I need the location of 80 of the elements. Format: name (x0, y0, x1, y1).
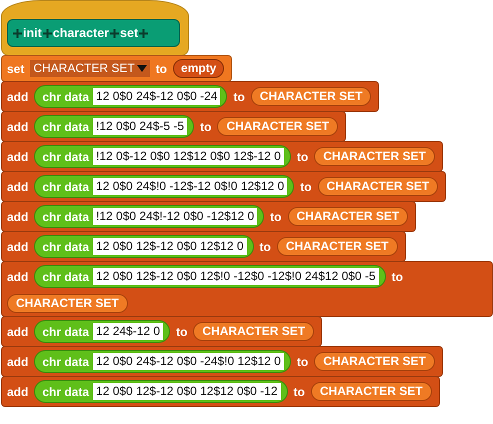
variable-reporter: CHARACTER SET (193, 322, 314, 341)
block-label: to (300, 180, 312, 194)
command-block (1, 201, 416, 232)
block-label: set (120, 26, 138, 40)
block-label: chr data (42, 384, 90, 398)
block-label: to (296, 354, 308, 368)
variable-reporter: CHARACTER SET (288, 207, 408, 226)
variable-reporter: CHARACTER SET (7, 294, 128, 313)
reporter-block (34, 85, 228, 108)
reporter-block (34, 145, 291, 168)
block-label: init (23, 26, 42, 40)
block-label: add (7, 240, 28, 254)
block-label: chr data (42, 180, 90, 194)
custom-block-prototype (7, 19, 180, 47)
block-label: chr data (42, 150, 90, 164)
block-label: to (176, 324, 188, 338)
input-field: !12 0$0 24$-5 -5 (93, 118, 188, 135)
reporter-block (34, 380, 288, 403)
block-label: to (200, 120, 212, 134)
input-field: 12 0$0 12$-12 0$0 12$12 0 (93, 238, 246, 255)
input-field: 12 0$0 12$-12 0$0 12$12 0$0 -12 (93, 383, 281, 400)
block-label: add (7, 354, 28, 368)
command-block (1, 111, 346, 142)
block-label: chr data (42, 270, 90, 284)
block-label: add (7, 180, 28, 194)
block-label: chr data (42, 354, 90, 368)
block-label: to (260, 240, 271, 254)
reporter-block (34, 175, 294, 198)
input-field: !12 0$-12 0$0 12$12 0$0 12$-12 0 (93, 148, 284, 165)
command-block (1, 261, 493, 317)
block-label: add (7, 270, 28, 284)
block-label: chr data (42, 120, 90, 134)
variable-reporter: CHARACTER SET (276, 237, 398, 256)
command-block (1, 316, 322, 347)
command-block (1, 376, 440, 407)
block-label: to (233, 90, 245, 104)
block-label: to (270, 210, 282, 224)
reporter-block: empty (173, 59, 224, 78)
variable-reporter: CHARACTER SET (250, 87, 372, 106)
command-block (1, 346, 443, 377)
reporter-block (34, 115, 194, 138)
block-label: add (7, 384, 28, 398)
block-label: to (392, 270, 403, 284)
reporter-block (34, 350, 291, 373)
input-field: 12 24$-12 0 (93, 323, 164, 340)
command-block (1, 81, 380, 112)
block-label: add (7, 210, 28, 224)
block-label: chr data (42, 240, 90, 254)
variable-reporter: CHARACTER SET (318, 177, 438, 196)
block-label: chr data (42, 210, 90, 224)
variable-reporter: CHARACTER SET (310, 382, 432, 401)
variable-reporter: CHARACTER SET (314, 147, 435, 166)
reporter-block (34, 205, 264, 228)
block-label: chr data (42, 90, 90, 104)
input-field: 12 0$0 24$-12 0$0 -24$!0 12$12 0 (93, 353, 284, 370)
input-field: 12 0$0 24$-12 0$0 -24 (93, 88, 220, 105)
variable-reporter: CHARACTER SET (217, 117, 338, 136)
command-block (1, 141, 443, 172)
block-label: add (7, 150, 28, 164)
command-block (1, 231, 406, 262)
command-block (1, 55, 232, 82)
input-field: 12 0$0 12$-12 0$0 12$!0 -12$0 -12$!0 24$12 0$0 -5 (93, 268, 379, 285)
block-label: add (7, 120, 28, 134)
hat-block (1, 0, 189, 56)
block-label: set (7, 62, 24, 76)
input-field: 12 0$0 24$!0 -12$-12 0$!0 12$12 0 (93, 178, 288, 195)
reporter-block (34, 235, 254, 258)
variable-reporter: CHARACTER SET (314, 352, 435, 371)
block-label: chr data (42, 324, 90, 338)
block-label: to (156, 62, 168, 76)
block-label: character (52, 26, 110, 40)
dropdown-menu: CHARACTER SET (30, 60, 150, 77)
input-field: !12 0$0 24$!-12 0$0 -12$12 0 (93, 208, 258, 225)
block-label: add (7, 90, 28, 104)
reporter-block (34, 320, 170, 343)
block-label: add (7, 324, 28, 338)
command-block (1, 171, 446, 202)
block-label: to (294, 384, 305, 398)
block-label: to (296, 150, 308, 164)
reporter-block (34, 265, 386, 288)
